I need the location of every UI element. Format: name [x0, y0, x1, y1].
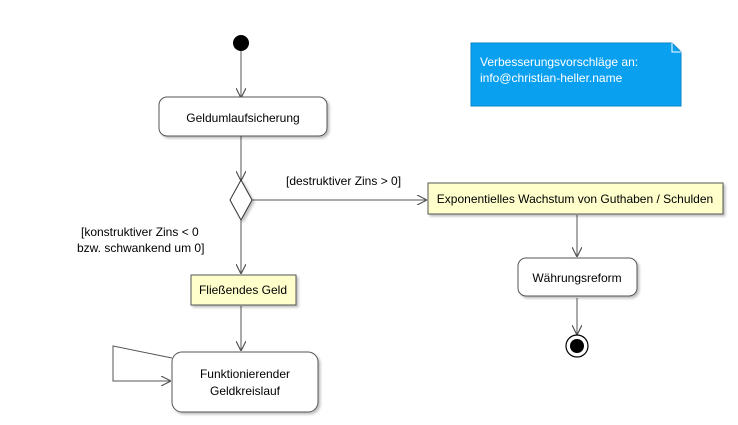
action-waehrungsreform: Währungsreform: [517, 257, 638, 297]
action-waehrungsreform-label: Währungsreform: [532, 271, 621, 285]
initial-node: [233, 35, 249, 51]
edge-kreislauf-self-loop: [112, 345, 173, 381]
note-shape: [470, 42, 682, 107]
note-line-1: Verbesserungsvorschläge an:: [480, 55, 638, 69]
guard-konstruktiv-line-2: bzw. schwankend um 0]: [77, 241, 204, 255]
action-geldumlaufsicherung: Geldumlaufsicherung: [158, 96, 328, 137]
guard-konstruktiv-line-1: [konstruktiver Zins < 0: [81, 225, 199, 239]
action-geldumlaufsicherung-label: Geldumlaufsicherung: [186, 111, 299, 125]
action-kreislauf-label-2: Geldkreislauf: [210, 384, 281, 398]
guard-destruktiv: [destruktiver Zins > 0]: [286, 174, 401, 188]
action-wachstum: Exponentielles Wachstum von Guthaben / S…: [427, 182, 724, 215]
final-node: [565, 334, 589, 358]
decision-node: [229, 178, 253, 222]
action-fliessendes-geld-label: Fließendes Geld: [199, 283, 287, 297]
note: Verbesserungsvorschläge an: info@christi…: [470, 42, 682, 107]
action-wachstum-label: Exponentielles Wachstum von Guthaben / S…: [437, 192, 713, 206]
note-line-2: info@christian-heller.name: [480, 71, 623, 85]
action-fliessendes-geld: Fließendes Geld: [190, 274, 297, 306]
action-kreislauf-label-1: Funktionierender: [200, 367, 290, 381]
action-kreislauf: Funktionierender Geldkreislauf: [171, 351, 319, 413]
note-fold: [671, 43, 681, 53]
